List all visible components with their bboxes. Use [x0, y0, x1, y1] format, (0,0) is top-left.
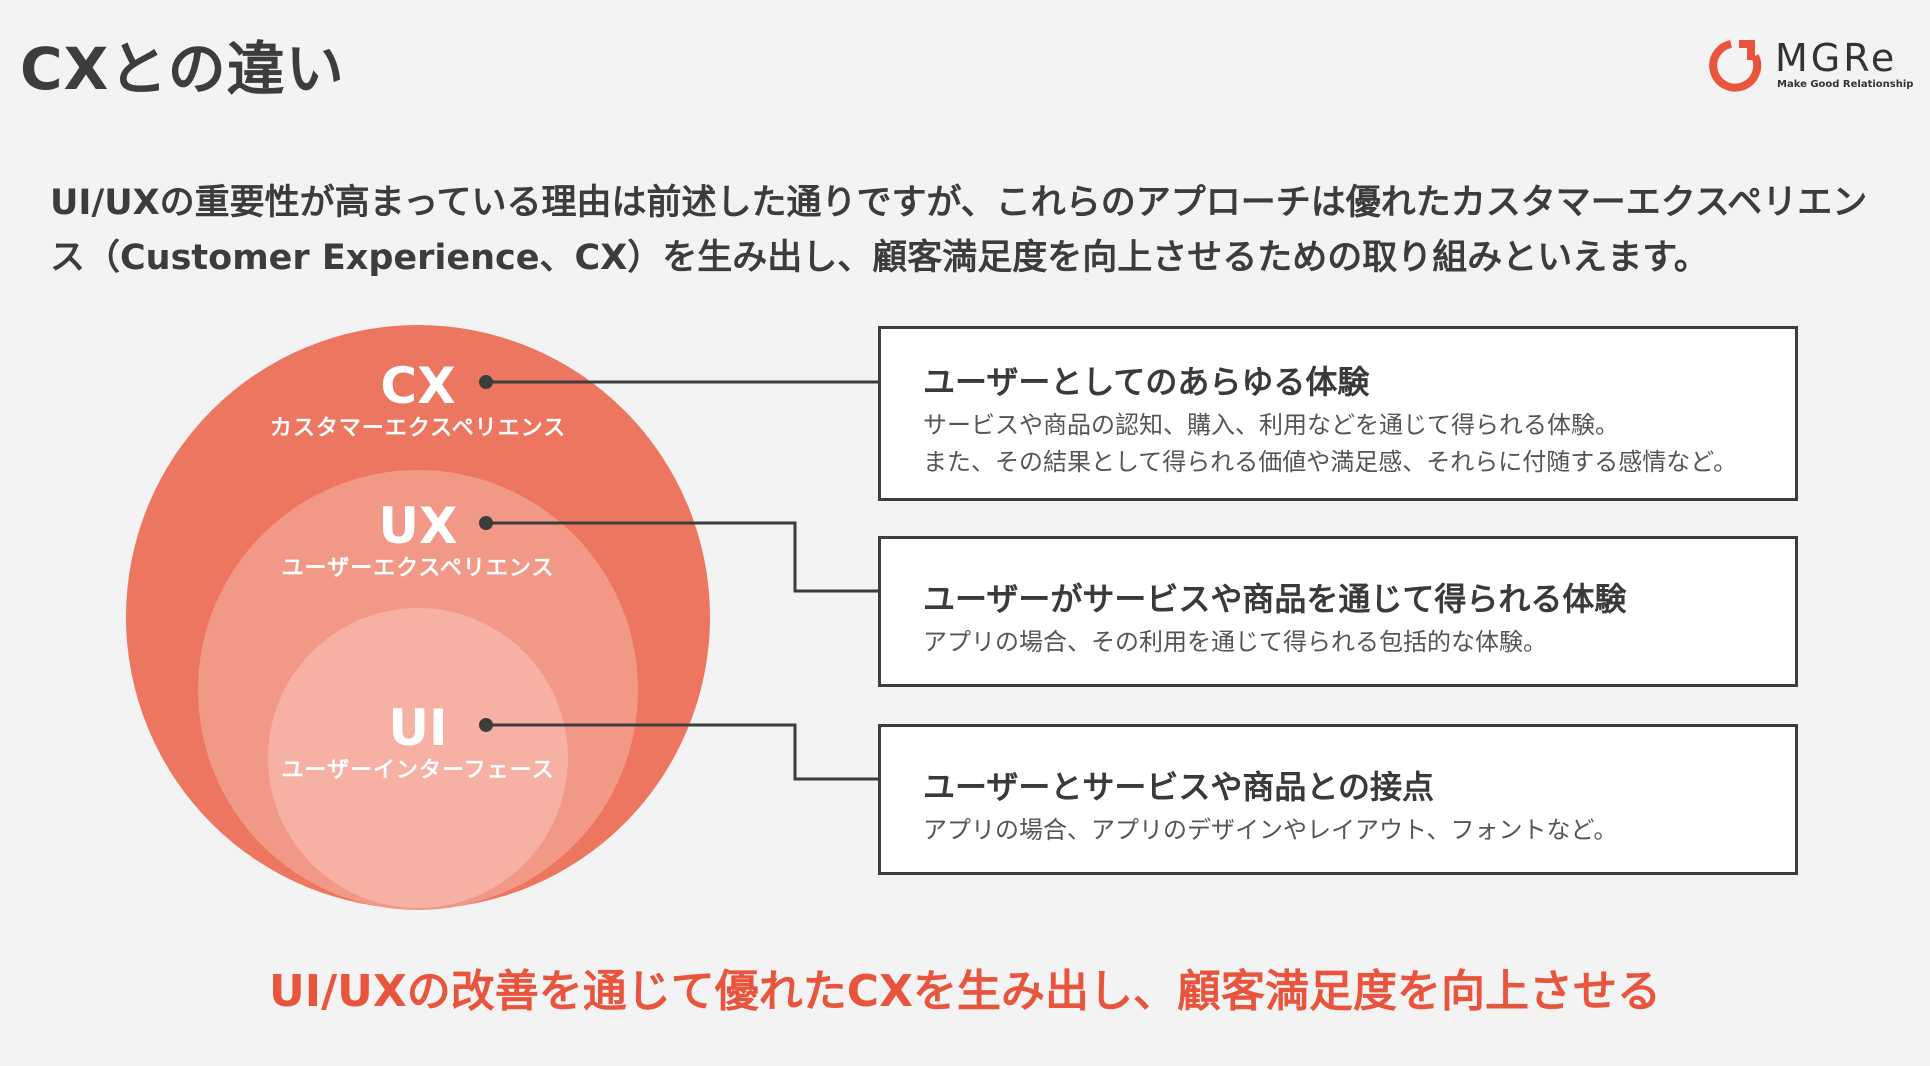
intro-text: UI/UXの重要性が高まっている理由は前述した通りですが、これらのアプローチは優… [50, 183, 1868, 278]
cx-label-group: CX カスタマーエクスペリエンス [208, 358, 628, 444]
logo: MGRe Make Good Relationship [1705, 34, 1915, 94]
page-title: CXとの違い [20, 35, 345, 103]
ux-connector [486, 521, 880, 593]
cx-box-title: ユーザーとしてのあらゆる体験 [923, 363, 1370, 401]
logo-tagline: Make Good Relationship [1777, 79, 1914, 90]
cx-box-line-1: サービスや商品の認知、購入、利用などを通じて得られる体験。 [923, 411, 1619, 439]
ui-box-title: ユーザーとサービスや商品との接点 [923, 768, 1435, 806]
cx-label: CX [380, 357, 456, 415]
ux-label-group: UX ユーザーエクスペリエンス [208, 498, 628, 584]
ux-sublabel: ユーザーエクスペリエンス [281, 556, 555, 581]
ux-dot [479, 516, 493, 530]
ux-label: UX [378, 497, 458, 555]
ux-box-line-1: アプリの場合、その利用を通じて得られる包括的な体験。 [923, 628, 1547, 656]
ui-label-group: UI ユーザーインターフェース [208, 700, 628, 786]
cx-dot [479, 375, 493, 389]
ui-dot [479, 718, 493, 732]
ui-connector [486, 723, 880, 781]
cx-sublabel: カスタマーエクスペリエンス [269, 416, 567, 441]
cx-box-line-2: また、その結果として得られる価値や満足感、それらに付随する感情など。 [923, 448, 1738, 476]
ui-description-box: ユーザーとサービスや商品との接点 アプリの場合、アプリのデザインやレイアウト、フ… [878, 724, 1798, 875]
conclusion-text: UI/UXの改善を通じて優れたCXを生み出し、顧客満足度を向上させる [268, 966, 1662, 1017]
ui-box-line-1: アプリの場合、アプリのデザインやレイアウト、フォントなど。 [923, 816, 1618, 844]
ui-circle [268, 608, 568, 908]
logo-wordmark: MGRe [1775, 36, 1898, 80]
ux-description-box: ユーザーがサービスや商品を通じて得られる体験 アプリの場合、その利用を通じて得ら… [878, 536, 1798, 687]
cx-description-box: ユーザーとしてのあらゆる体験 サービスや商品の認知、購入、利用などを通じて得られ… [878, 326, 1798, 501]
mgre-logo-icon [1709, 40, 1762, 92]
ui-sublabel: ユーザーインターフェース [281, 758, 555, 783]
ux-box-title: ユーザーがサービスや商品を通じて得られる体験 [923, 580, 1627, 618]
ui-label: UI [388, 699, 448, 757]
